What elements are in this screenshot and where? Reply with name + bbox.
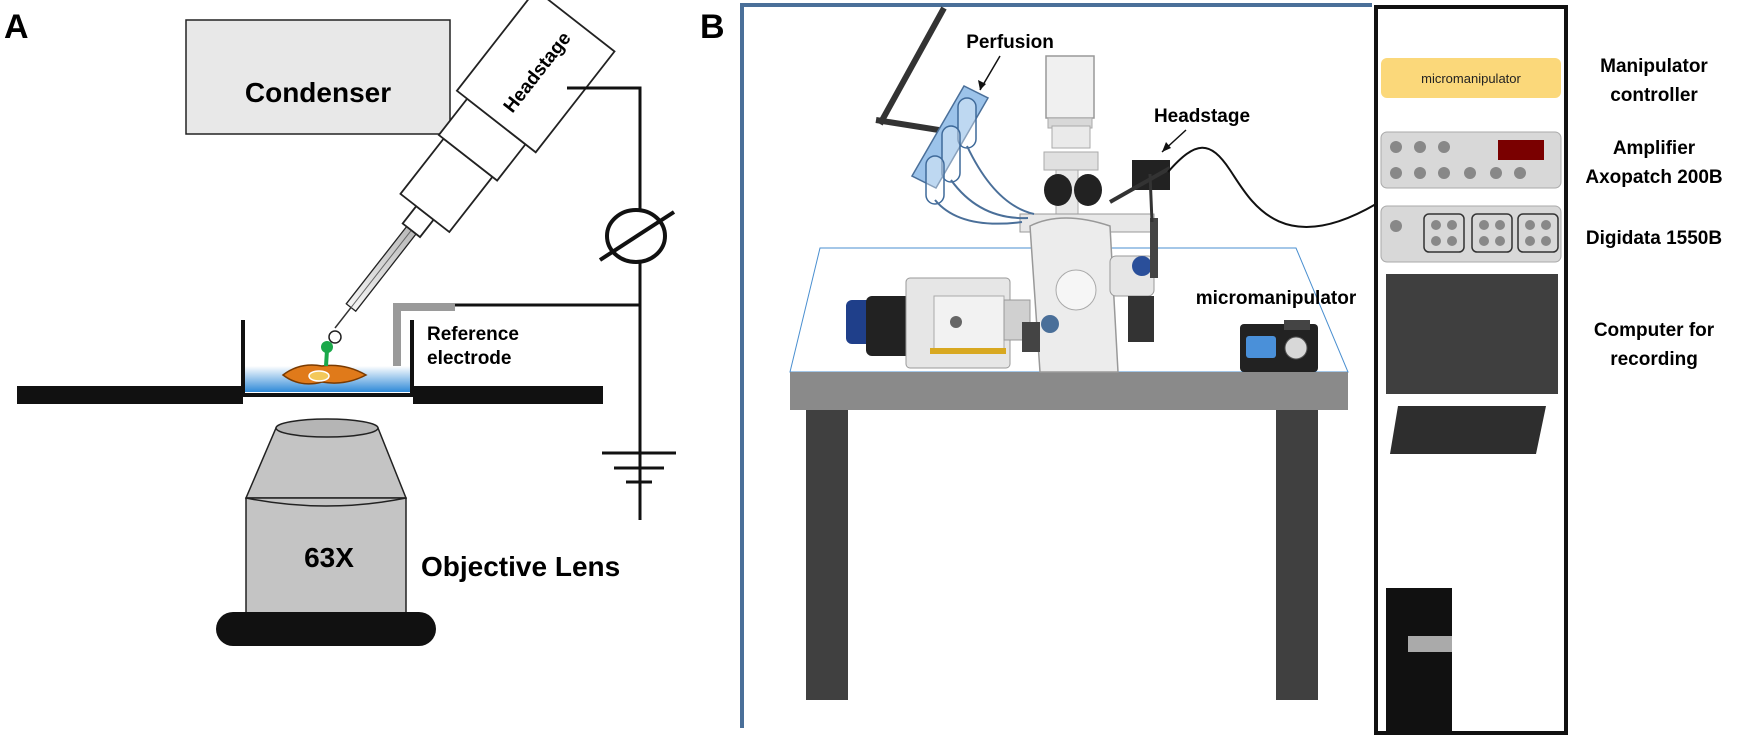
table-leg-left <box>806 410 848 700</box>
table-top-edge <box>790 372 1348 410</box>
panel-a: A Condenser Headstage Reference electrod… <box>4 0 676 646</box>
reference-electrode <box>393 303 455 366</box>
panel-a-letter: A <box>4 8 29 46</box>
patch-electrode-tip <box>321 341 333 353</box>
panel-b-letter: B <box>700 8 725 46</box>
perfusion-rack <box>910 85 990 189</box>
panel-b: B <box>700 3 1723 735</box>
recording-dish <box>241 320 414 397</box>
camera <box>846 277 1031 369</box>
objective-label: Objective Lens <box>421 551 620 582</box>
perfusion-arrow <box>978 80 986 90</box>
objective-magnification: 63X <box>304 542 354 573</box>
computer-tower <box>1386 588 1452 732</box>
reference-label-line2: electrode <box>427 348 511 369</box>
reference-label-line1: Reference <box>427 324 519 345</box>
equipment-rack: micromanipulator <box>1374 5 1568 735</box>
stage-right <box>413 386 603 404</box>
micromanipulator-label: micromanipulator <box>1196 288 1357 309</box>
controller-box-text: micromanipulator <box>1421 71 1521 86</box>
eyepiece-right <box>1074 174 1102 206</box>
focus-knob <box>1128 296 1154 342</box>
rack-label-amplifier-2: Axopatch 200B <box>1585 167 1722 188</box>
condenser-label: Condenser <box>245 77 391 108</box>
rack-label-manipulator-1: Manipulator <box>1600 56 1708 77</box>
table-leg-right <box>1276 410 1318 700</box>
microscope-lamp <box>1045 55 1095 119</box>
manipulator-controller-box <box>1381 58 1561 98</box>
current-meter-arrow <box>598 210 676 262</box>
perfusion-arm-vertical <box>877 6 947 126</box>
rack-label-amplifier-1: Amplifier <box>1613 138 1696 159</box>
headstage-cable <box>1167 146 1377 228</box>
headstage-assembly: Headstage <box>334 0 616 329</box>
objective-base <box>216 612 436 646</box>
headstage-arrow-b <box>1162 142 1171 152</box>
headstage-body <box>455 0 616 154</box>
rack-label-digidata: Digidata 1550B <box>1586 228 1722 249</box>
headstage-label-b: Headstage <box>1154 106 1250 127</box>
perfusion-label: Perfusion <box>966 32 1054 53</box>
objective-top <box>244 427 408 499</box>
objective-lens-face <box>275 418 379 438</box>
computer-monitor <box>1386 274 1558 394</box>
digidata-unit <box>1380 205 1562 263</box>
rack-label-computer-2: recording <box>1610 349 1698 370</box>
micromanipulator-device: micromanipulator <box>1196 288 1357 372</box>
microscope <box>1019 55 1158 373</box>
amplifier-display <box>1498 140 1544 160</box>
perfusion-system: Perfusion <box>875 6 1054 225</box>
eyepiece-left <box>1044 174 1072 206</box>
enclosure-frame <box>740 3 1372 728</box>
rack-label-computer-1: Computer for <box>1594 320 1715 341</box>
headstage-b: Headstage <box>1109 106 1377 228</box>
computer-keyboard <box>1390 406 1546 454</box>
cell-nucleus <box>308 370 330 382</box>
pipette-tip <box>328 330 342 344</box>
signal-wire <box>567 86 642 520</box>
condenser-box <box>185 19 451 135</box>
pipette-b <box>1109 166 1171 204</box>
rack-label-manipulator-2: controller <box>1610 85 1698 106</box>
stage-left <box>17 386 243 404</box>
tower-drive-slot <box>1408 636 1452 652</box>
